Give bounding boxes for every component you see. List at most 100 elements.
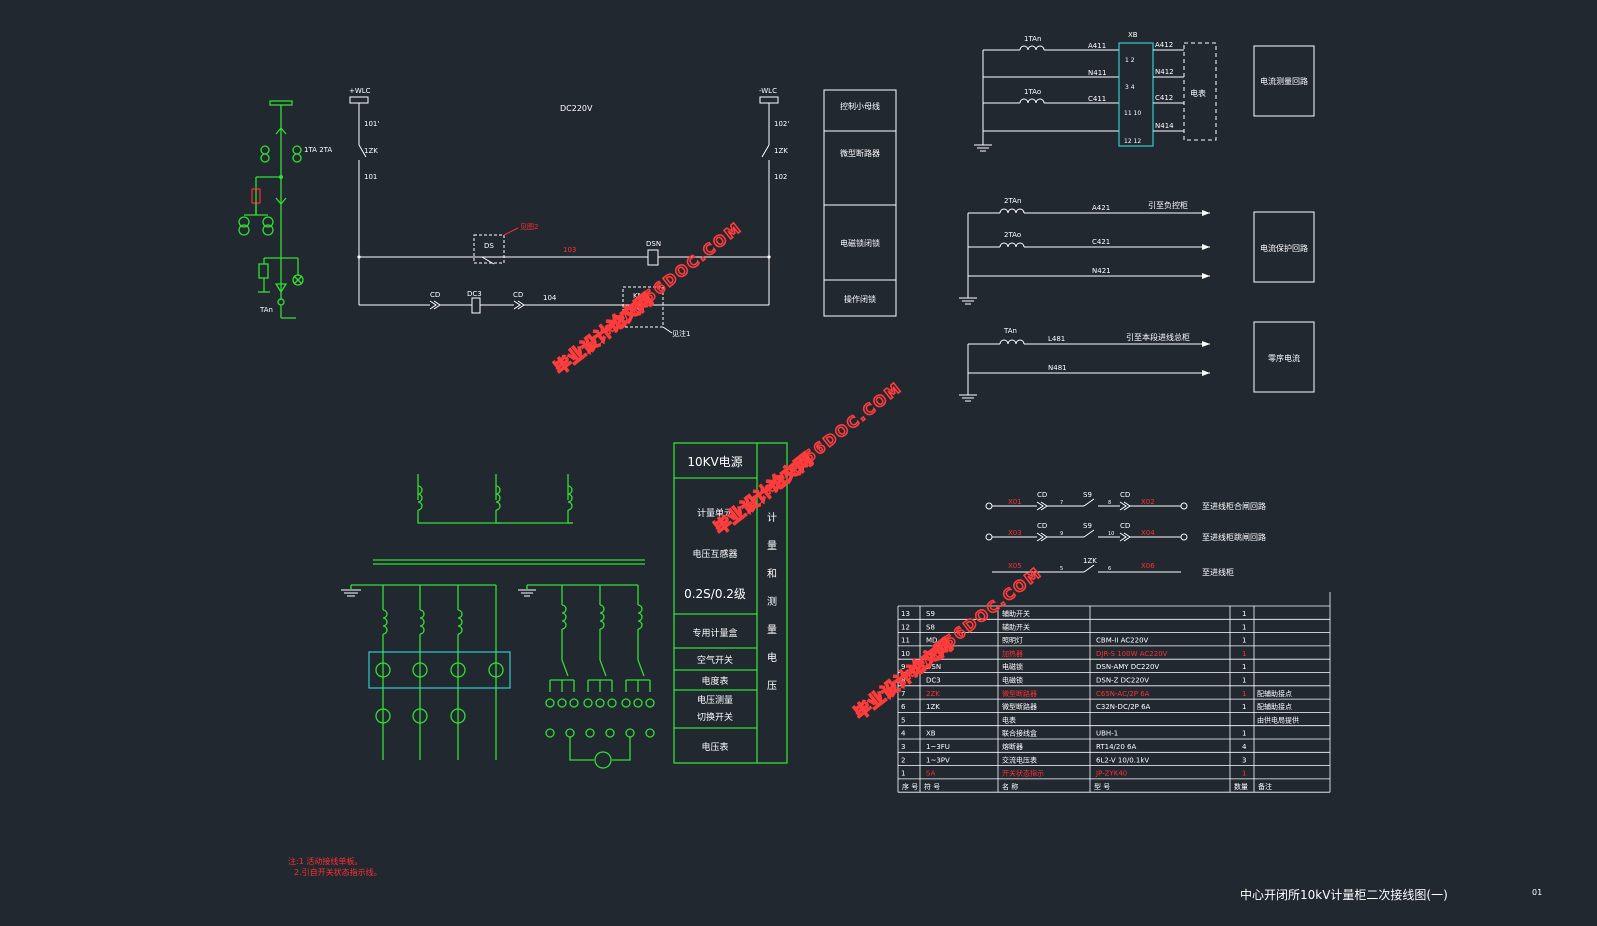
bom-cell-no: 13 xyxy=(901,610,910,618)
bom-cell-sym: XB xyxy=(926,730,936,738)
dc-control-circuit: +WLC -WLC DC220V 101' 102' 1ZK 1ZK 101 1… xyxy=(349,87,897,338)
pt-metering-unit: 计量单元 xyxy=(697,507,733,519)
bom-cell-name: 电磁锁 xyxy=(1002,676,1023,685)
ct-label: 1TA 2TA xyxy=(304,146,332,154)
bom-cell-sym: DS xyxy=(926,650,936,658)
c-left: CD xyxy=(430,291,440,299)
svg-text:至进线柜跳闸回路: 至进线柜跳闸回路 xyxy=(1202,532,1266,542)
svg-text:10: 10 xyxy=(1108,531,1114,537)
bom-cell-name: 开关状态指示 xyxy=(1002,769,1044,778)
bom-cell-model: 6L2-V 10/0.1kV xyxy=(1096,756,1149,764)
plus-bus-label: +WLC xyxy=(349,87,371,95)
bom-cell-qty: 1 xyxy=(1242,703,1246,711)
current-measuring-circuit: 1TAn 1TAo A411 N411 C411 XB 1 2 3 4 11 1… xyxy=(974,31,1315,152)
bom-cell-model: C32N-DC/2P 6A xyxy=(1096,703,1151,711)
svg-text:计: 计 xyxy=(767,511,777,524)
bom-cell-no: 5 xyxy=(901,716,905,724)
relay-ds: DS xyxy=(484,242,494,250)
bom-cell-no: 1 xyxy=(901,770,905,778)
svg-text:至进线柜合闸回路: 至进线柜合闸回路 xyxy=(1202,501,1266,511)
bom-cell-no: 7 xyxy=(901,690,905,698)
pt-kwh-meter: 电度表 xyxy=(701,675,728,687)
svg-text:压: 压 xyxy=(767,680,777,692)
bom-cell-sym: 1~3PV xyxy=(926,756,950,764)
pt-voltmeter: 电压表 xyxy=(701,741,728,753)
svg-text:www.56DOC.COM: www.56DOC.COM xyxy=(757,378,905,499)
pt-side-label: 计 量 和 测 量 电 压 xyxy=(767,511,777,692)
bom-cell-sym: SA xyxy=(926,770,936,778)
legend-breaker: 微型断路器 xyxy=(840,148,880,158)
meter-label: 电表 xyxy=(1190,88,1206,98)
bom-cell-sym: S9 xyxy=(926,610,935,618)
svg-text:CD: CD xyxy=(1037,522,1047,530)
note-line-1: 注:1 活动接线单板。 xyxy=(288,857,363,866)
node-101p: 101' xyxy=(364,120,379,128)
bom-cell-no: 6 xyxy=(901,703,906,711)
bom-cell-no: 4 xyxy=(901,730,906,738)
bom-header-cell: 数量 xyxy=(1234,782,1248,791)
minus-bus-label: -WLC xyxy=(759,87,777,95)
wire-n421: N421 xyxy=(1092,267,1111,275)
bom-cell-no: 11 xyxy=(901,637,910,645)
pt-voltage-measure: 电压测量 xyxy=(697,694,733,706)
svg-text:5: 5 xyxy=(1060,566,1063,572)
svg-text:9: 9 xyxy=(1060,531,1063,537)
bom-cell-qty: 1 xyxy=(1242,637,1246,645)
bom-cell-model: RT14/20 6A xyxy=(1096,743,1136,751)
bom-cell-name: 辅助开关 xyxy=(1002,622,1030,631)
bom-cell-note: 由供电局提供 xyxy=(1257,715,1299,724)
wire-103: 103 xyxy=(563,246,576,254)
drawing-notes: 注:1 活动接线单板。 2.引自开关状态指示线。 xyxy=(288,856,382,878)
switch-1zk-right: 1ZK xyxy=(774,147,788,155)
xb-label: XB xyxy=(1128,31,1138,39)
svg-text:S9: S9 xyxy=(1083,522,1092,530)
bom-cell-qty: 1 xyxy=(1242,610,1246,618)
wire-a411: A411 xyxy=(1088,42,1106,50)
zero-sequence-circuit: TAn L481 N481 引至本段进线总柜 零序电流 xyxy=(959,321,1315,402)
svg-text:量: 量 xyxy=(767,624,777,636)
bom-header-cell: 名 称 xyxy=(1002,782,1018,791)
bom-cell-sym: DC3 xyxy=(926,677,941,685)
bom-cell-no: 8 xyxy=(901,677,905,685)
xb-pins-4: 12 12 xyxy=(1124,138,1141,145)
node-101: 101 xyxy=(364,173,377,181)
svg-text:6: 6 xyxy=(1108,566,1111,572)
bom-cell-name: 微型断路器 xyxy=(1002,689,1037,698)
bom-cell-no: 9 xyxy=(901,663,905,671)
bom-cell-name: 照明灯 xyxy=(1002,636,1023,645)
bom-cell-model: DSN-AMY DC220V xyxy=(1096,663,1159,671)
bom-cell-sym: 2ZK xyxy=(926,690,940,698)
pt-10kv-source: 10KV电源 xyxy=(687,455,742,469)
bom-cell-name: 辅助开关 xyxy=(1002,609,1030,618)
dc3-label: DC3 xyxy=(467,290,482,298)
wire-n481: N481 xyxy=(1048,364,1067,372)
wire-a412: A412 xyxy=(1155,41,1173,49)
interlock-row: X05 1ZK X06 5 6 至进线柜 xyxy=(992,557,1234,577)
bom-cell-qty: 3 xyxy=(1242,756,1246,764)
wire-c421: C421 xyxy=(1092,238,1110,246)
xb-pins-1: 1 2 xyxy=(1125,57,1135,64)
bom-cell-model: JP-ZYK40 xyxy=(1095,770,1127,778)
km-label: KM xyxy=(633,292,644,300)
ta-1tao: 1TAo xyxy=(1024,88,1041,96)
zero-seq-box: 零序电流 xyxy=(1268,353,1300,363)
bom-cell-no: 2 xyxy=(901,756,905,764)
wire-c412: C412 xyxy=(1155,94,1173,102)
pt-air-switch: 空气开关 xyxy=(697,654,733,666)
dc-label: DC220V xyxy=(560,104,593,113)
pt-accuracy: 0.2S/0.2级 xyxy=(684,587,746,601)
bom-header-cell: 型 号 xyxy=(1094,782,1110,791)
svg-text:CD: CD xyxy=(1120,522,1130,530)
svg-text:和: 和 xyxy=(767,568,777,580)
ta-label: TAn xyxy=(259,306,273,314)
bom-cell-qty: 4 xyxy=(1242,743,1247,751)
legend-em-lock: 电磁锁闭锁 xyxy=(840,238,880,248)
bom-cell-model: C65N-AC/2P 6A xyxy=(1096,690,1150,698)
bom-cell-model: UBH-1 xyxy=(1096,730,1118,738)
note-line-2: 2.引自开关状态指示线。 xyxy=(294,868,382,877)
svg-text:量: 量 xyxy=(767,540,777,552)
switch-1zk-left: 1ZK xyxy=(364,147,378,155)
bom-cell-note: 配辅助接点 xyxy=(1257,702,1292,711)
svg-text:S9: S9 xyxy=(1083,491,1092,499)
